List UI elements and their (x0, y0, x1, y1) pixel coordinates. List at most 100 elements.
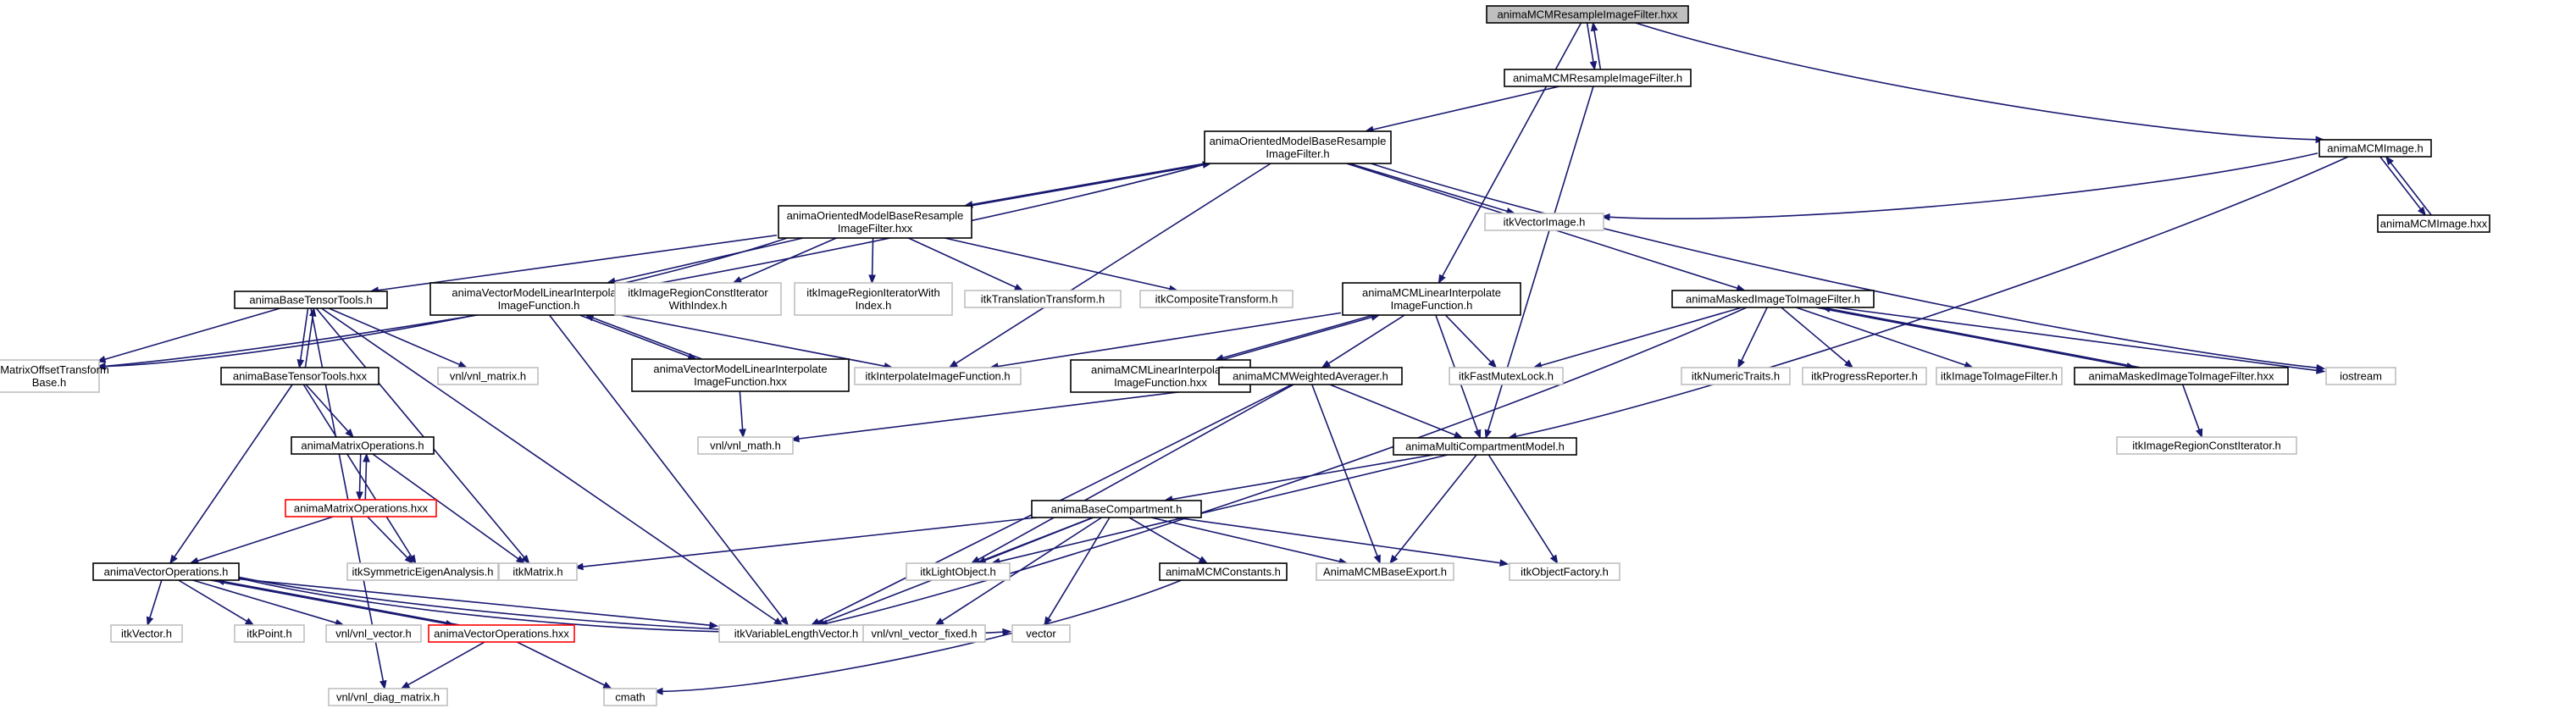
edge-vecops_hxx-to-vecops_h (214, 578, 460, 626)
edge-omb_h-to-matrixoffset (96, 163, 1209, 370)
node-box (778, 205, 972, 239)
node-box (234, 624, 305, 643)
node-masked-hxx[interactable]: animaMaskedImageToImageFilter.hxx (2074, 367, 2289, 385)
node-box (794, 282, 953, 316)
node-varlen: itkVariableLengthVector.h (718, 624, 874, 643)
node-box (428, 624, 575, 643)
node-vectorimage: itkVectorImage.h (1484, 213, 1604, 231)
node-box (2377, 214, 2490, 233)
node-label: iostream (2340, 370, 2382, 383)
node-vecops-h[interactable]: animaVectorOperations.h (92, 562, 240, 581)
edge-vecops_hxx-to-cmath (516, 641, 612, 689)
node-label: animaOrientedModelBaseResample (787, 209, 964, 222)
node-vector: vector (1011, 624, 1071, 643)
node-label: itkLightObject.h (920, 566, 996, 578)
edge-mcmli_h-to-mcmli_hxx (1214, 314, 1374, 362)
node-label: animaMCMImage.h (2327, 142, 2423, 155)
node-label: itkImageRegionConstIterator (628, 286, 768, 299)
node-box (285, 499, 437, 518)
node-vmli-h[interactable]: animaVectorModelLinearInterpolateImageFu… (429, 282, 648, 316)
node-label: itkInterpolateImageFunction.h (865, 370, 1010, 383)
node-label: animaMatrixOperations.hxx (294, 502, 429, 515)
edge-mcmconst-to-cmath (653, 579, 1182, 695)
node-label: animaMCMConstants.h (1166, 566, 1281, 578)
node-box (2074, 367, 2289, 385)
node-regionconst2: itkImageRegionConstIterator.h (2116, 436, 2297, 455)
node-box (1393, 437, 1577, 456)
node-translation: itkTranslationTransform.h (964, 290, 1122, 308)
node-basetensor-hxx[interactable]: animaBaseTensorTools.hxx (220, 367, 379, 385)
node-lightobj: itkLightObject.h (906, 562, 1011, 581)
edge-multicomp-to-objfactory (1487, 454, 1559, 565)
node-label: ImageFilter.h (1266, 147, 1329, 160)
node-label: animaMaskedImageToImageFilter.hxx (2089, 370, 2274, 383)
edge-omb_hxx-to-regioniter (868, 237, 876, 285)
node-box (1342, 282, 1521, 316)
node-box (437, 367, 539, 385)
edge-vecops_h-to-vnlfixed (236, 577, 863, 634)
node-box (1504, 69, 1692, 87)
node-masked-h[interactable]: animaMaskedImageToImageFilter.h (1671, 290, 1875, 308)
node-root[interactable]: animaMCMResampleImageFilter.hxx (1486, 5, 1689, 24)
edge-vecops_h-to-varlen (236, 578, 719, 629)
edge-vmli_h-to-varlen (548, 314, 789, 627)
node-mcmimage-h[interactable]: animaMCMImage.h (2318, 139, 2432, 158)
node-label: animaVectorModelLinearInterpolate (451, 286, 625, 299)
edge-omb_h-to-interpfunc (948, 163, 1271, 368)
node-label: vnl/vnl_math.h (710, 440, 781, 452)
edge-omb_hxx-to-composite (944, 237, 1179, 293)
node-basecomp[interactable]: animaBaseCompartment.h (1031, 500, 1202, 518)
node-label: itkObjectFactory.h (1521, 566, 1609, 578)
node-layer: animaMCMResampleImageFilter.hxx animaMCMR… (0, 5, 2490, 706)
edge-weighted-to-baseexport (1311, 384, 1381, 565)
edge-root-to-mcmimage_h (1635, 22, 2325, 144)
node-label: itkCompositeTransform.h (1155, 293, 1278, 306)
edge-resample_h-to-root (1590, 21, 1602, 70)
edge-basecomp-to-vector (1044, 517, 1111, 627)
node-box (964, 290, 1122, 308)
edge-basetensor_h-to-itkmatrix (315, 307, 530, 565)
node-box (906, 562, 1011, 581)
node-multicomp[interactable]: animaMultiCompartmentModel.h (1393, 437, 1577, 456)
edge-omb_h-to-vectorimage (1349, 163, 1516, 215)
node-label: animaBaseCompartment.h (1051, 503, 1183, 516)
node-resample-h[interactable]: animaMCMResampleImageFilter.h (1504, 69, 1692, 87)
node-box (328, 688, 448, 706)
node-box (603, 688, 657, 706)
edge-basecomp-to-baseexport (1150, 517, 1349, 566)
node-box (854, 367, 1022, 385)
edge-masked_h-to-iostream (1836, 307, 2326, 374)
node-basetensor-h[interactable]: animaBaseTensorTools.h (234, 291, 388, 309)
node-mcmconst[interactable]: animaMCMConstants.h (1159, 562, 1288, 581)
node-itkpoint: itkPoint.h (234, 624, 305, 643)
node-box (0, 359, 100, 393)
node-matrixops-h[interactable]: animaMatrixOperations.h (291, 436, 435, 455)
edge-mcmimage_h-to-mcmimage_hxx (2379, 156, 2427, 217)
node-label: ImageFunction.hxx (1114, 376, 1207, 389)
node-vmli-hxx[interactable]: animaVectorModelLinearInterpolateImageFu… (631, 358, 850, 392)
node-mcmimage-hxx[interactable]: animaMCMImage.hxx (2377, 214, 2490, 233)
node-box (346, 562, 499, 581)
node-vecops-hxx[interactable]: animaVectorOperations.hxx (428, 624, 575, 643)
node-box (1671, 290, 1875, 308)
node-fastmutex: itkFastMutexLock.h (1449, 367, 1564, 385)
node-cmath: cmath (603, 688, 657, 706)
node-label: vnl/vnl_vector.h (335, 628, 412, 640)
node-weighted[interactable]: animaMCMWeightedAverager.h (1218, 367, 1403, 385)
node-progress: itkProgressReporter.h (1802, 367, 1927, 385)
node-box (697, 436, 794, 455)
node-label: cmath (615, 691, 645, 704)
node-omb-h[interactable]: animaOrientedModelBaseResampleImageFilte… (1204, 130, 1392, 164)
edge-layer (96, 21, 2432, 695)
node-matrixops-hxx[interactable]: animaMatrixOperations.hxx (285, 499, 437, 518)
node-label: itkSymmetricEigenAnalysis.h (352, 566, 494, 578)
node-box (862, 624, 986, 643)
edge-basetensor_hxx-to-basetensor_h (304, 307, 317, 368)
edge-weighted-to-vnlmath (789, 384, 1240, 443)
node-box (631, 358, 850, 392)
node-label: itkNumericTraits.h (1692, 370, 1780, 383)
node-label: animaOrientedModelBaseResample (1210, 135, 1387, 147)
node-omb-hxx[interactable]: animaOrientedModelBaseResampleImageFilte… (778, 205, 972, 239)
